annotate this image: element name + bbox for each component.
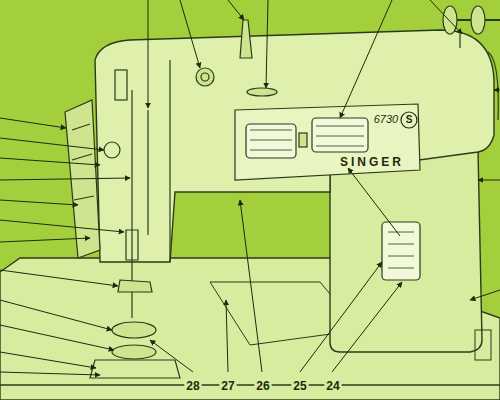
machine-arm [95,30,494,262]
label-patch [324,378,341,394]
machine-pillar [330,150,482,352]
model-number: 6730 [374,114,398,125]
leader-lines [0,0,500,375]
top-fittings [196,6,500,120]
label-patch [219,378,236,394]
accessory-icon [475,330,491,360]
brand-name: SINGER [340,156,404,168]
callout-number: 25 [293,380,306,392]
callout-number: 26 [256,380,269,392]
label-patch [291,378,308,394]
stitch-dial [382,222,420,280]
logo-ring [401,112,417,128]
callout-number: 27 [221,380,234,392]
label-patch [254,378,271,394]
sewing-head [65,60,180,378]
callout-number: 28 [186,380,199,392]
label-patch [184,378,201,394]
callout-number: 24 [326,380,339,392]
logo-letter: S [406,115,413,125]
control-panel [235,104,420,180]
